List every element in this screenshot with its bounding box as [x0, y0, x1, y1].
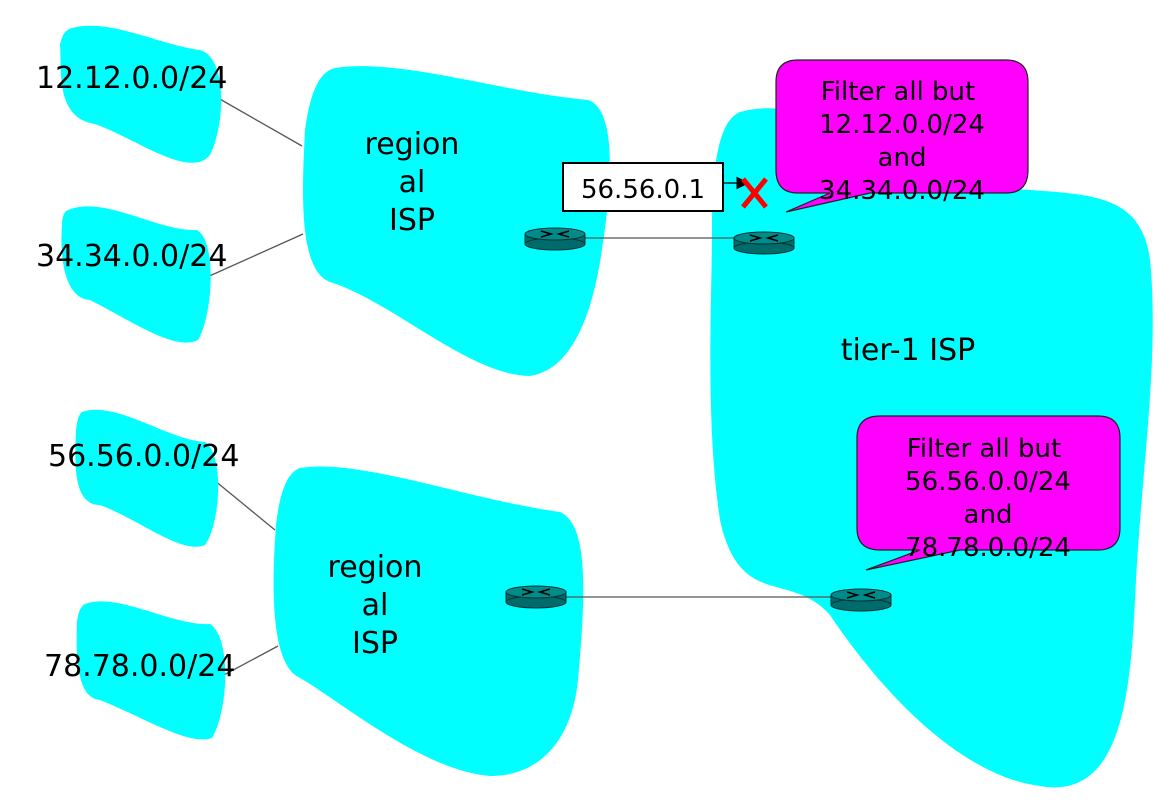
customer-network-34	[61, 206, 211, 343]
regional-isp-top-cloud	[303, 66, 610, 376]
regional-isp-label: al	[362, 588, 389, 623]
customer-network-56	[75, 409, 219, 547]
prefix-label: 78.78.0.0/24	[44, 649, 235, 684]
router-icon	[505, 585, 567, 609]
link-78-regional	[221, 645, 279, 677]
router-icon	[524, 227, 586, 251]
link-34-regional	[204, 233, 304, 279]
filter-callout-text: 12.12.0.0/24	[819, 110, 985, 140]
x-mark-icon	[741, 177, 768, 209]
router-icon	[830, 588, 892, 612]
prefix-label: 12.12.0.0/24	[36, 61, 227, 96]
filter-callout-bottom	[856, 415, 1121, 571]
link-12-regional	[217, 97, 303, 147]
prefix-label: 34.34.0.0/24	[36, 239, 227, 274]
packet-label: 56.56.0.1	[581, 175, 705, 205]
regional-isp-label: region	[365, 127, 460, 162]
filter-callout-text: 34.34.0.0/24	[819, 176, 985, 206]
link-56-regional	[213, 479, 276, 531]
filter-callout-text: Filter all but	[907, 434, 1061, 464]
filter-callout-text: 56.56.0.0/24	[905, 467, 1071, 497]
customer-network-78	[76, 601, 226, 740]
filter-callout-top	[775, 59, 1029, 213]
regional-isp-bottom-cloud	[273, 466, 584, 776]
regional-isp-label: al	[399, 165, 426, 200]
tier1-isp-label: tier-1 ISP	[841, 333, 975, 368]
prefix-label: 56.56.0.0/24	[48, 439, 239, 474]
filter-callout-text: and	[964, 500, 1013, 530]
filter-callout-text: and	[878, 143, 927, 173]
regional-isp-label: ISP	[352, 626, 398, 661]
packet-box	[562, 162, 724, 212]
regional-isp-label: ISP	[389, 203, 435, 238]
filter-callout-text: Filter all but	[821, 77, 975, 107]
router-icon	[733, 231, 795, 255]
regional-isp-label: region	[328, 550, 423, 585]
filter-callout-text: 78.78.0.0/24	[905, 533, 1071, 563]
customer-network-12	[60, 25, 222, 163]
